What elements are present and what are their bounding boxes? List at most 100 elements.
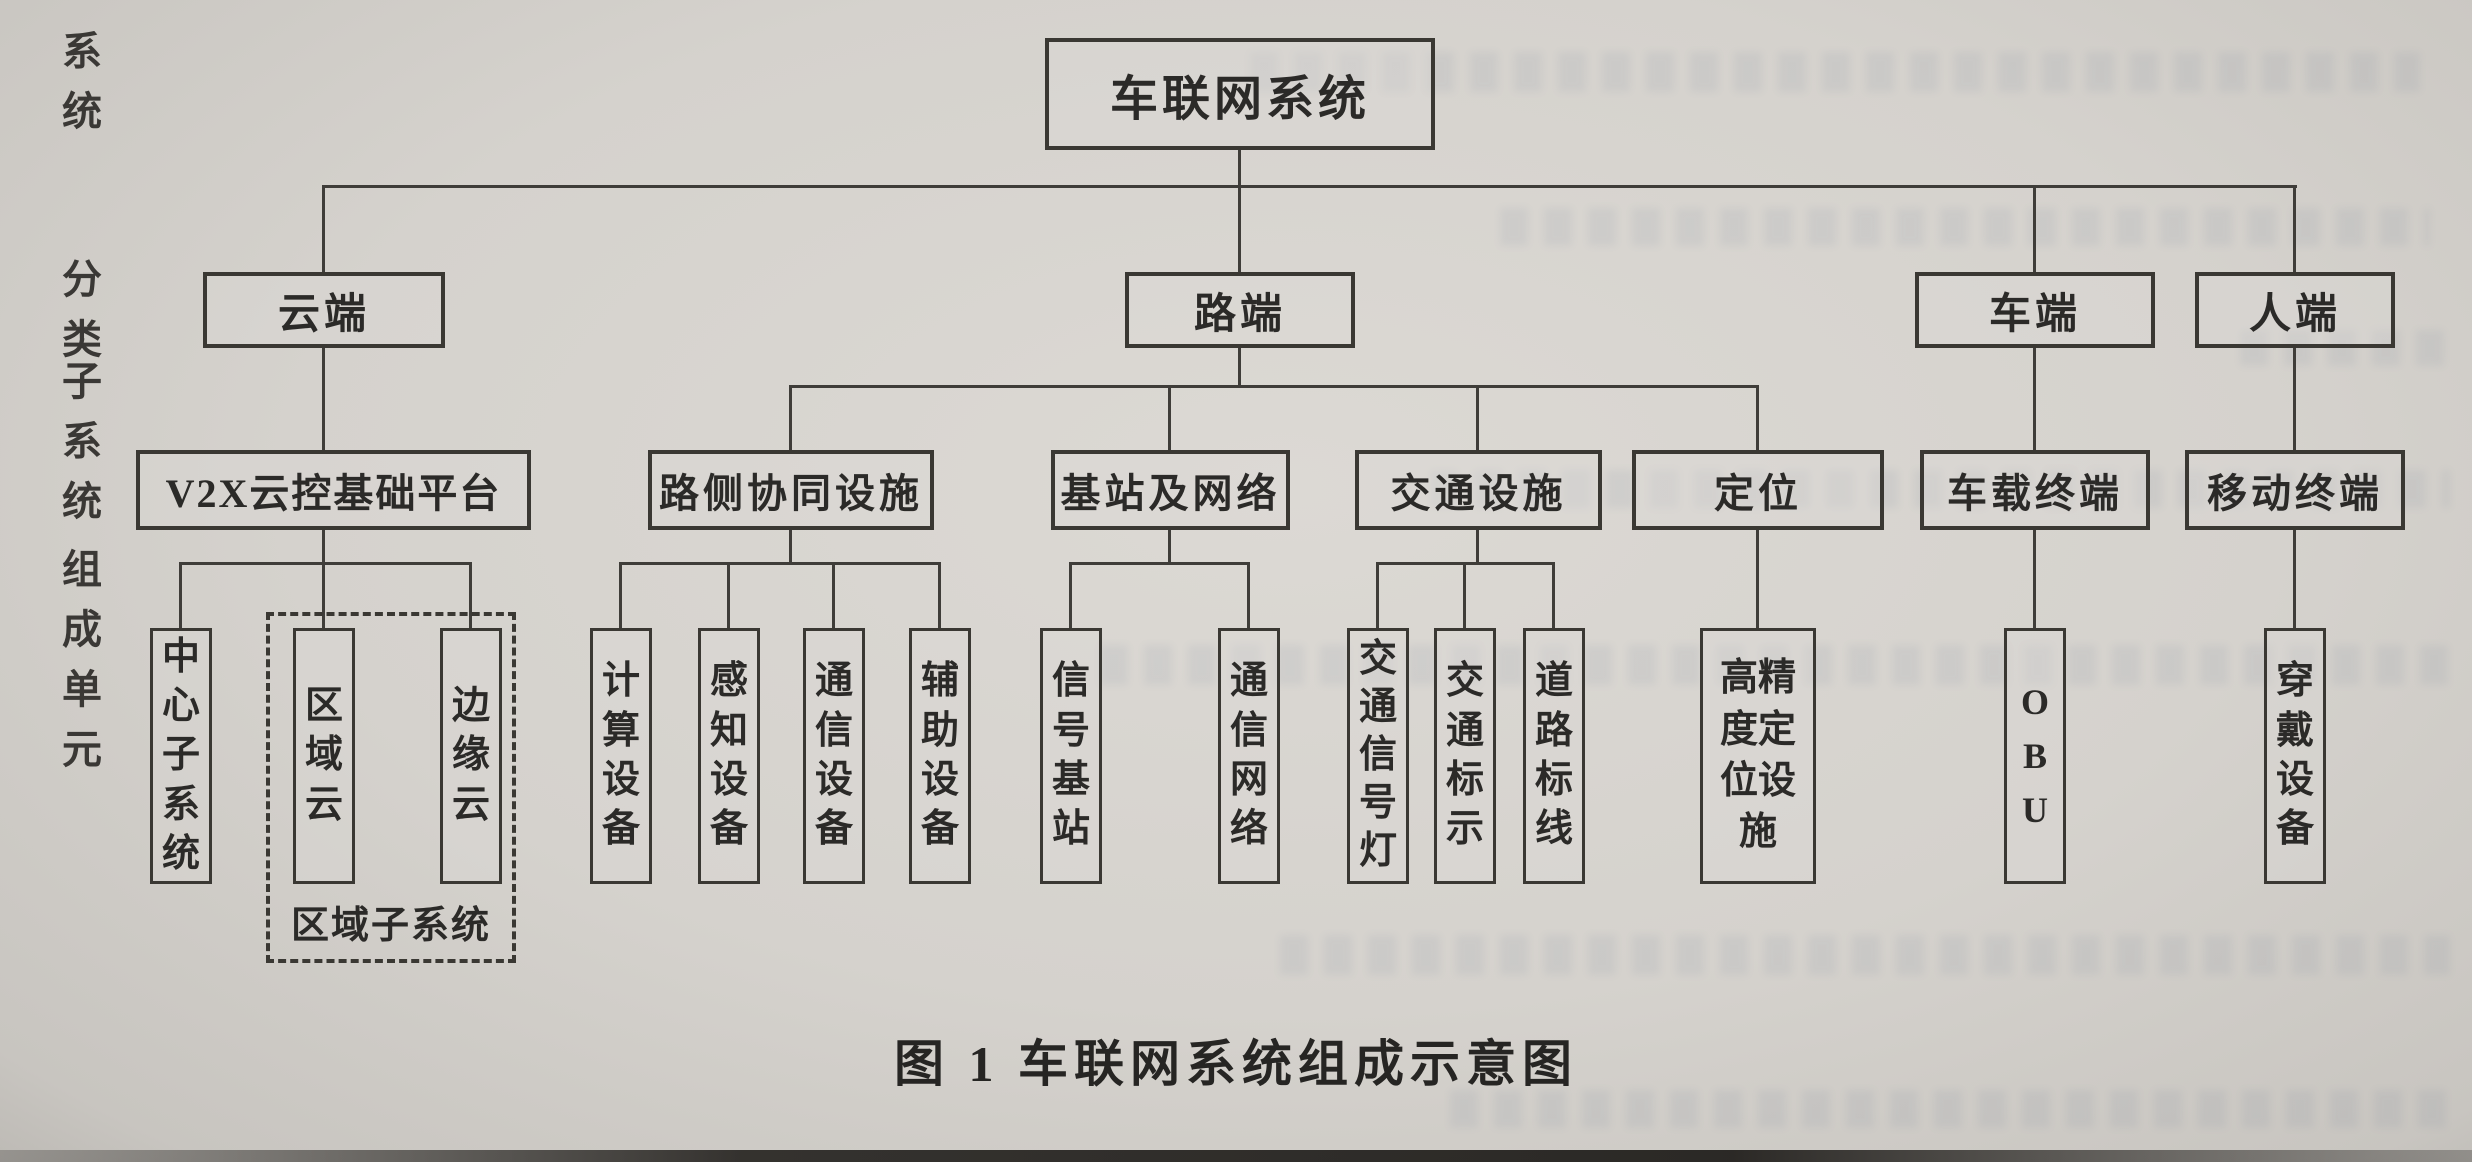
node-cloud-side-label: 云端	[277, 291, 370, 338]
connector-drop-traffic-light	[1376, 562, 1379, 628]
connector-drop-edge-cloud	[469, 562, 472, 628]
connector-v2x-stem	[322, 530, 325, 562]
node-positioning-label: 定位	[1714, 471, 1802, 516]
connector-drop-comm-network	[1247, 562, 1250, 628]
node-vehicle-terminal: 车载终端	[1920, 450, 2150, 530]
bleed-through-artifact	[1280, 935, 2450, 975]
connector-traffic-stem	[1476, 530, 1479, 562]
node-road-side: 路端	[1125, 272, 1355, 348]
node-regional-cloud-label: 区域云	[304, 684, 343, 826]
connector-drop-vehicle	[2033, 185, 2036, 272]
node-communication-device-label: 通信设备	[814, 660, 853, 851]
node-road-marking: 道路标线	[1523, 628, 1585, 884]
node-communication-device: 通信设备	[803, 628, 865, 884]
connector-drop-communication	[832, 562, 835, 628]
connector-root-stem	[1238, 150, 1241, 186]
regional-subsystem-group-box: 区域子系统	[266, 612, 516, 963]
node-computing-device-label: 计算设备	[601, 660, 640, 851]
connector-drop-central	[179, 562, 182, 628]
node-person-side-label: 人端	[2248, 291, 2341, 338]
connector-drop-computing	[619, 562, 622, 628]
connector-v2x-branch	[181, 562, 471, 565]
node-hd-positioning-facility-label: 高精度定位设施	[1719, 657, 1796, 854]
node-road-marking-label: 道路标线	[1534, 660, 1573, 851]
node-edge-cloud: 边缘云	[440, 628, 502, 884]
connector-drop-road	[1238, 185, 1241, 272]
node-traffic-facility: 交通设施	[1355, 450, 1602, 530]
connector-road-stem	[1238, 348, 1241, 385]
node-mobile-terminal: 移动终端	[2185, 450, 2405, 530]
connector-drop-base-network	[1168, 385, 1171, 450]
node-roadside-facility: 路侧协同设施	[648, 450, 934, 530]
node-signal-base-station: 信号基站	[1040, 628, 1102, 884]
node-signal-base-station-label: 信号基站	[1051, 660, 1090, 851]
node-road-side-label: 路端	[1193, 291, 1286, 338]
node-sensing-device-label: 感知设备	[709, 660, 748, 851]
node-obu: OBU	[2004, 628, 2066, 884]
node-vehicle-terminal-label: 车载终端	[1947, 471, 2123, 516]
node-sensing-device: 感知设备	[698, 628, 760, 884]
connector-traffic-branch	[1378, 562, 1554, 565]
node-wearable-device-label: 穿戴设备	[2275, 660, 2314, 851]
connector-drop-auxiliary	[938, 562, 941, 628]
connector-terminal-obu	[2033, 530, 2036, 628]
figure-caption: 图 1 车联网系统组成示意图	[894, 1036, 1578, 1092]
connector-drop-sensing	[727, 562, 730, 628]
node-vehicle-side: 车端	[1915, 272, 2155, 348]
connector-drop-signal-base	[1069, 562, 1072, 628]
connector-drop-person	[2293, 185, 2296, 272]
node-auxiliary-device: 辅助设备	[909, 628, 971, 884]
node-person-side: 人端	[2195, 272, 2395, 348]
node-communication-network: 通信网络	[1218, 628, 1280, 884]
node-communication-network-label: 通信网络	[1229, 660, 1268, 851]
connector-vehicle-terminal	[2033, 348, 2036, 450]
page-bottom-edge-shadow	[0, 1150, 2472, 1162]
node-vehicle-side-label: 车端	[1988, 291, 2081, 338]
node-traffic-sign-label: 交通标示	[1445, 660, 1484, 851]
node-traffic-signal-light: 交通信号灯	[1347, 628, 1409, 884]
node-central-subsystem-label: 中心子系统	[161, 635, 200, 876]
row-label-system: 系统	[62, 29, 102, 134]
connector-drop-road-marking	[1552, 562, 1555, 628]
node-computing-device: 计算设备	[590, 628, 652, 884]
connector-base-stem	[1168, 530, 1171, 562]
connector-positioning-hd	[1756, 530, 1759, 628]
connector-base-branch	[1071, 562, 1249, 565]
node-traffic-sign: 交通标示	[1434, 628, 1496, 884]
connector-drop-cloud	[322, 185, 325, 272]
node-traffic-signal-light-label: 交通信号灯	[1358, 638, 1397, 872]
node-wearable-device: 穿戴设备	[2264, 628, 2326, 884]
node-regional-cloud: 区域云	[293, 628, 355, 884]
connector-road-branch	[791, 385, 1758, 388]
node-roadside-facility-label: 路侧协同设施	[659, 471, 923, 516]
row-label-subsystem: 子系统	[62, 359, 102, 524]
node-base-network-label: 基站及网络	[1060, 471, 1281, 516]
connector-person-terminal	[2293, 348, 2296, 450]
node-iov-system: 车联网系统	[1045, 38, 1435, 150]
node-auxiliary-device-label: 辅助设备	[920, 660, 959, 851]
connector-drop-positioning	[1756, 385, 1759, 450]
node-iov-system-label: 车联网系统	[1109, 73, 1370, 126]
connector-cloud-v2x	[322, 348, 325, 450]
node-edge-cloud-label: 边缘云	[451, 684, 490, 826]
connector-drop-traffic-sign	[1463, 562, 1466, 628]
node-traffic-facility-label: 交通设施	[1390, 471, 1567, 516]
node-v2x-platform-label: V2X云控基础平台	[165, 471, 502, 516]
node-obu-label: OBU	[2020, 682, 2049, 830]
node-cloud-side: 云端	[203, 272, 445, 348]
node-hd-positioning-facility: 高精度定位设施	[1700, 628, 1816, 884]
node-v2x-platform: V2X云控基础平台	[136, 450, 531, 530]
node-base-network: 基站及网络	[1051, 450, 1290, 530]
row-label-category: 分类	[62, 257, 102, 362]
connector-level2-branch	[324, 185, 2297, 188]
connector-roadside-stem	[789, 530, 792, 562]
connector-drop-roadside	[789, 385, 792, 450]
node-positioning: 定位	[1632, 450, 1884, 530]
row-label-unit: 组成单元	[62, 547, 102, 772]
node-central-subsystem: 中心子系统	[150, 628, 212, 884]
connector-mobile-wearable	[2293, 530, 2296, 628]
connector-roadside-branch	[621, 562, 940, 565]
bleed-through-artifact	[1500, 208, 2430, 246]
regional-subsystem-group-label: 区域子系统	[290, 905, 491, 947]
